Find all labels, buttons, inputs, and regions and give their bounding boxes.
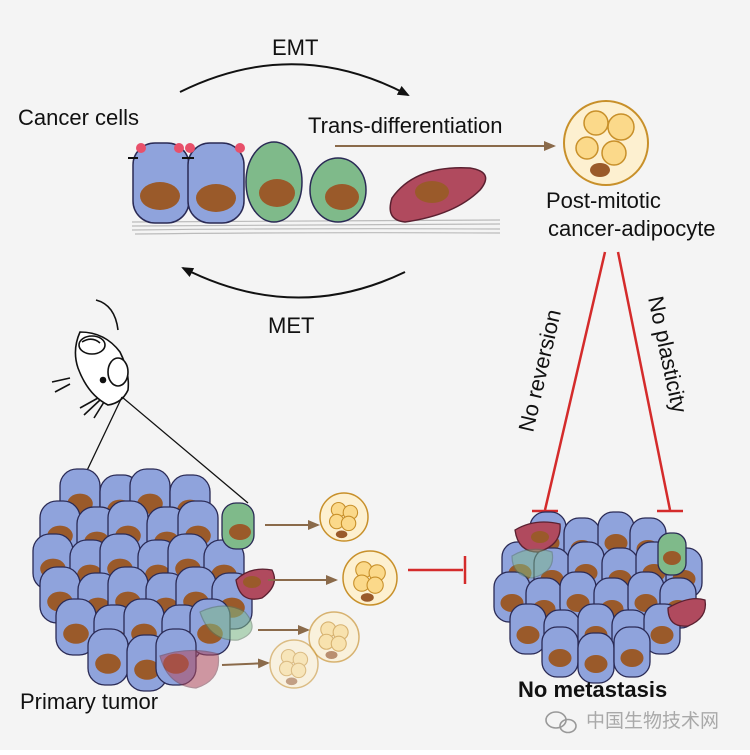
watermark: 中国生物技术网 — [545, 710, 719, 734]
meta-cell-green — [657, 532, 687, 576]
cancer-cells-label: Cancer cells — [18, 105, 139, 130]
tumor-to-adipocyte-arrow — [221, 658, 270, 669]
primary-tumor-label: Primary tumor — [20, 689, 158, 714]
tumor-cell-faded-green — [199, 605, 253, 641]
cancer-adipocyte — [269, 639, 319, 689]
tumor-cell — [55, 598, 97, 656]
epithelial-cancer-cell — [128, 142, 190, 224]
meta-cell-faded-green — [511, 548, 554, 579]
no-plasticity-inhibit-line — [616, 251, 672, 511]
no-reversion-label: No reversion — [514, 307, 566, 434]
tumor-cell — [87, 628, 129, 686]
mesenchymal-cell-green — [309, 157, 367, 223]
basement-membrane — [131, 219, 501, 235]
meta-cell-red-right — [667, 597, 707, 627]
tumor-cell — [613, 626, 651, 678]
small-adipocytes — [269, 492, 398, 689]
cancer-adipocyte — [308, 611, 360, 663]
tumor-cell-faded-red — [159, 649, 220, 689]
post-mitotic-label: Post-mitotic — [546, 188, 661, 213]
meta-cell-red — [514, 521, 561, 553]
no-metastasis-label: No metastasis — [518, 677, 667, 702]
zoom-line-right — [121, 396, 249, 504]
mesenchymal-cell-green — [245, 141, 303, 223]
wechat-icon — [545, 711, 577, 734]
epithelial-cancer-cell — [182, 142, 245, 224]
met-arrow — [181, 267, 406, 299]
metastasis-site-cluster — [493, 511, 707, 684]
primary-tumor-cluster — [32, 468, 276, 692]
cancer-adipocyte — [342, 550, 398, 606]
tumor-cell — [541, 626, 579, 678]
no-plasticity-label: No plasticity — [643, 294, 692, 415]
post-mitotic-cancer-adipocyte — [563, 100, 649, 186]
cancer-adipocyte — [319, 492, 369, 542]
trans-differentiation-label: Trans-differentiation — [308, 113, 502, 138]
tumor-cell-red — [235, 568, 276, 600]
tumor-cell — [509, 603, 547, 655]
no-reversion-inhibit-line — [543, 251, 607, 511]
cancer-adipocyte-label: cancer-adipocyte — [548, 216, 716, 241]
watermark-text: 中国生物技术网 — [586, 710, 719, 732]
mouse-illustration — [51, 299, 130, 419]
met-label: MET — [268, 313, 314, 338]
emt-arrow — [179, 63, 410, 96]
tumor-cell-green — [221, 502, 255, 550]
mesenchymal-cell-red — [389, 167, 487, 223]
emt-label: EMT — [272, 35, 318, 60]
tumor-cell — [577, 632, 615, 684]
